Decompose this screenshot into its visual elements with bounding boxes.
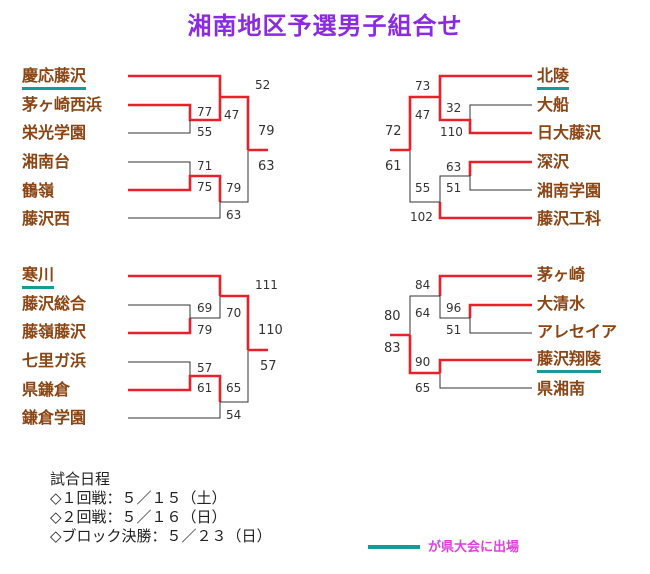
team-fujisawa-sogo: 藤沢総合 [22, 294, 87, 313]
score: 77 [197, 105, 213, 119]
winner-line [438, 274, 532, 296]
team-hokuryo: 北陵 [537, 66, 570, 90]
winner-line [438, 358, 532, 373]
score: 80 [384, 309, 401, 324]
score: 90 [415, 355, 431, 369]
team-eiko-gakuen: 栄光学園 [22, 123, 87, 142]
score: 69 [197, 301, 213, 315]
winner-line [220, 294, 250, 350]
score: 32 [446, 101, 462, 115]
score: 83 [384, 341, 401, 356]
bracket-line [128, 202, 221, 219]
team-shonan-gakuen: 湘南学園 [537, 181, 602, 200]
score: 111 [255, 278, 278, 292]
team-tsurumine: 鶴嶺 [22, 181, 55, 200]
winner-line [128, 318, 192, 335]
bracket-line [469, 104, 532, 120]
bracket-line [409, 295, 440, 335]
legend-label: が県大会に出場 [428, 540, 520, 555]
legend-swatch [368, 545, 420, 549]
page-title: 湘南地区予選男子組合せ [187, 11, 463, 40]
score: 65 [415, 381, 431, 395]
score: 96 [446, 301, 462, 315]
score: 71 [197, 159, 213, 173]
winner-line [438, 97, 532, 135]
team-kamakura-gakuen: 鎌倉学園 [22, 408, 87, 427]
score: 57 [260, 359, 277, 374]
winner-line [438, 202, 532, 220]
score: 64 [415, 306, 431, 320]
score: 79 [197, 323, 213, 337]
team-chigasaki: 茅ヶ崎 [537, 265, 586, 284]
team-nichidai-fujisawa: 日大藤沢 [537, 123, 602, 142]
team-toryo-fujisawa: 藤嶺藤沢 [22, 322, 87, 341]
score: 65 [226, 381, 242, 395]
winner-line [408, 335, 440, 375]
bracket-line [128, 161, 191, 176]
winner-line [468, 303, 532, 318]
schedule: 試合日程 ◇１回戦：５／１５（土） ◇２回戦：５／１６（日） ◇ブロック決勝：５… [50, 470, 272, 546]
bracket-line [128, 120, 191, 134]
bracket-line [128, 361, 191, 376]
score: 63 [446, 160, 462, 174]
score: 63 [226, 208, 242, 222]
schedule-line: ◇２回戦：５／１６（日） [50, 508, 227, 526]
schedule-line: ◇１回戦：５／１５（土） [50, 489, 227, 507]
team-oshimizu: 大清水 [537, 294, 586, 313]
score: 75 [197, 180, 213, 194]
score: 63 [258, 159, 275, 174]
team-fukasawa: 深沢 [537, 152, 570, 171]
winner-line [128, 174, 222, 202]
score: 72 [385, 124, 402, 139]
bracket-line [439, 373, 532, 389]
schedule-heading: 試合日程 [50, 470, 111, 488]
score: 110 [440, 125, 463, 139]
winner-line [128, 74, 222, 97]
team-fujisawa-shoryo: 藤沢翔陵 [537, 349, 602, 373]
score: 70 [226, 306, 242, 320]
score: 52 [255, 78, 271, 92]
score: 47 [415, 108, 431, 122]
team-ofuna: 大船 [537, 95, 570, 114]
team-shonandai: 湘南台 [22, 152, 71, 171]
team-samukawa: 寒川 [22, 265, 55, 289]
score: 61 [385, 159, 402, 174]
score: 79 [258, 124, 275, 139]
team-ken-kamakura: 県鎌倉 [22, 380, 71, 399]
score: 51 [446, 323, 462, 337]
winner-line [128, 274, 222, 296]
score: 102 [410, 210, 433, 224]
score: 55 [415, 181, 431, 195]
bracket-line [439, 296, 532, 334]
team-fujisawa-koka: 藤沢工科 [537, 209, 602, 228]
winner-line [438, 74, 532, 97]
score: 54 [226, 408, 242, 422]
team-shichirigahama: 七里ガ浜 [22, 351, 87, 370]
team-ken-shonan: 県湘南 [537, 379, 586, 398]
bracket-line [409, 150, 440, 203]
bracket-line [128, 402, 221, 419]
bracket-line [439, 175, 532, 202]
score: 47 [224, 108, 240, 122]
score: 55 [197, 125, 213, 139]
score: 84 [415, 278, 431, 292]
team-chigasaki-nishihama: 茅ヶ崎西浜 [22, 95, 103, 114]
score: 110 [258, 323, 283, 338]
score: 61 [197, 381, 213, 395]
winner-line [408, 95, 440, 150]
bracket-line [220, 150, 249, 203]
team-aletheia: アレセイア [537, 322, 618, 341]
winner-line [128, 374, 222, 402]
score: 73 [415, 79, 431, 93]
team-fujisawa-nishi: 藤沢西 [22, 209, 71, 228]
winner-line [468, 160, 532, 176]
winner-line [220, 95, 250, 150]
score: 57 [197, 361, 213, 375]
schedule-line: ◇ブロック決勝：５／２３（日） [50, 527, 272, 545]
score: 51 [446, 181, 462, 195]
bracket-line [220, 350, 249, 403]
team-keio-fujisawa: 慶応藤沢 [22, 66, 87, 90]
score: 79 [226, 181, 242, 195]
